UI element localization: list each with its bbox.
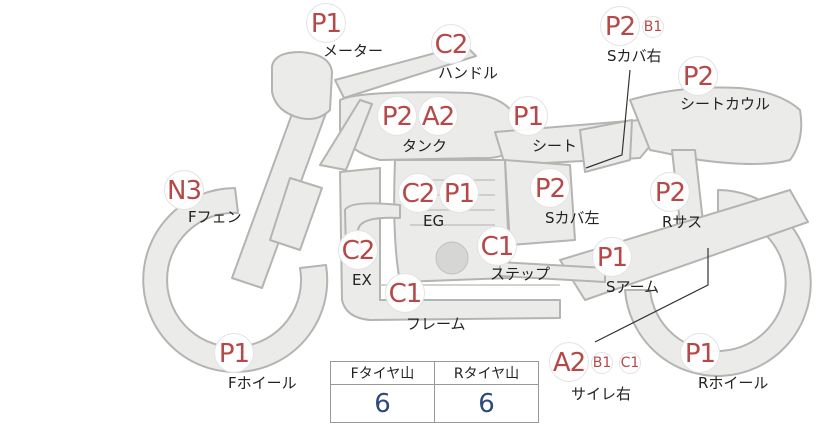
grade-handle-1: C2 bbox=[431, 24, 471, 64]
grade-swingarm-1: P1 bbox=[592, 237, 632, 277]
rear-tire-value: 6 bbox=[434, 384, 539, 423]
label-muffler-r: サイレ右 bbox=[571, 385, 632, 403]
grade-engine-2: P1 bbox=[439, 173, 479, 213]
fork-lower-shape bbox=[269, 177, 323, 251]
label-side-cover-r: Sカバ右 bbox=[607, 47, 662, 65]
grade-muffler-r-3: C1 bbox=[619, 352, 641, 374]
label-f-fender: Fフェン bbox=[188, 208, 242, 226]
grade-side-cover-r-2: B1 bbox=[642, 16, 664, 38]
grade-muffler-r-2: B1 bbox=[591, 352, 613, 374]
grade-seat-1: P1 bbox=[508, 96, 548, 136]
label-step: ステップ bbox=[490, 265, 551, 283]
grade-exhaust-1: C2 bbox=[338, 230, 378, 270]
label-seat-cowl: シートカウル bbox=[680, 95, 771, 113]
rear-tire-header: Rタイヤ山 bbox=[434, 361, 539, 385]
label-meter: メーター bbox=[323, 42, 384, 60]
tire-tread-table: Fタイヤ山 Rタイヤ山 6 6 bbox=[330, 361, 539, 423]
label-engine: EG bbox=[423, 212, 445, 230]
grade-tank-2: A2 bbox=[418, 96, 458, 136]
label-handle: ハンドル bbox=[438, 64, 499, 82]
label-frame: フレーム bbox=[406, 315, 466, 333]
label-f-wheel: Fホイール bbox=[228, 374, 297, 392]
label-tank: タンク bbox=[402, 137, 448, 155]
meter-shape bbox=[271, 51, 333, 120]
grade-f-fender-1: N3 bbox=[164, 170, 204, 210]
grade-seat-cowl-1: P2 bbox=[678, 56, 718, 96]
label-side-cover-l: Sカバ左 bbox=[545, 209, 600, 227]
grade-r-sus-1: P2 bbox=[650, 172, 690, 212]
frame-downtube-shape bbox=[339, 167, 561, 321]
grade-tank-1: P2 bbox=[377, 96, 417, 136]
label-r-sus: Rサス bbox=[662, 213, 703, 231]
front-tire-header: Fタイヤ山 bbox=[330, 361, 435, 385]
grade-side-cover-r-1: P2 bbox=[600, 6, 640, 46]
step-bar-shape bbox=[499, 261, 606, 283]
label-r-wheel: Rホイール bbox=[698, 374, 769, 392]
label-swingarm: Sアーム bbox=[606, 278, 660, 296]
grade-f-wheel-1: P1 bbox=[214, 333, 254, 373]
side-cover-right-shape bbox=[579, 119, 633, 173]
side-cover-right-leader bbox=[585, 69, 631, 169]
engine-cover bbox=[435, 241, 469, 275]
grade-r-wheel-1: P1 bbox=[680, 333, 720, 373]
label-exhaust: EX bbox=[352, 271, 372, 289]
grade-step-1: C1 bbox=[477, 226, 517, 266]
tire-table-header-row: Fタイヤ山 Rタイヤ山 bbox=[330, 361, 539, 385]
frame-spine-shape bbox=[319, 99, 373, 171]
rear-wheel-shape bbox=[624, 189, 812, 377]
tire-table-value-row: 6 6 bbox=[330, 384, 539, 423]
grade-muffler-r-1: A2 bbox=[549, 342, 589, 382]
front-tire-value: 6 bbox=[330, 384, 435, 423]
muffler-right-leader bbox=[594, 248, 709, 343]
label-seat: シート bbox=[532, 137, 578, 155]
grade-frame-1: C1 bbox=[385, 273, 425, 313]
front-wheel-shape bbox=[142, 187, 329, 373]
grade-meter-1: P1 bbox=[306, 3, 346, 43]
grade-engine-1: C2 bbox=[398, 173, 438, 213]
grade-side-cover-l-1: P2 bbox=[530, 168, 570, 208]
